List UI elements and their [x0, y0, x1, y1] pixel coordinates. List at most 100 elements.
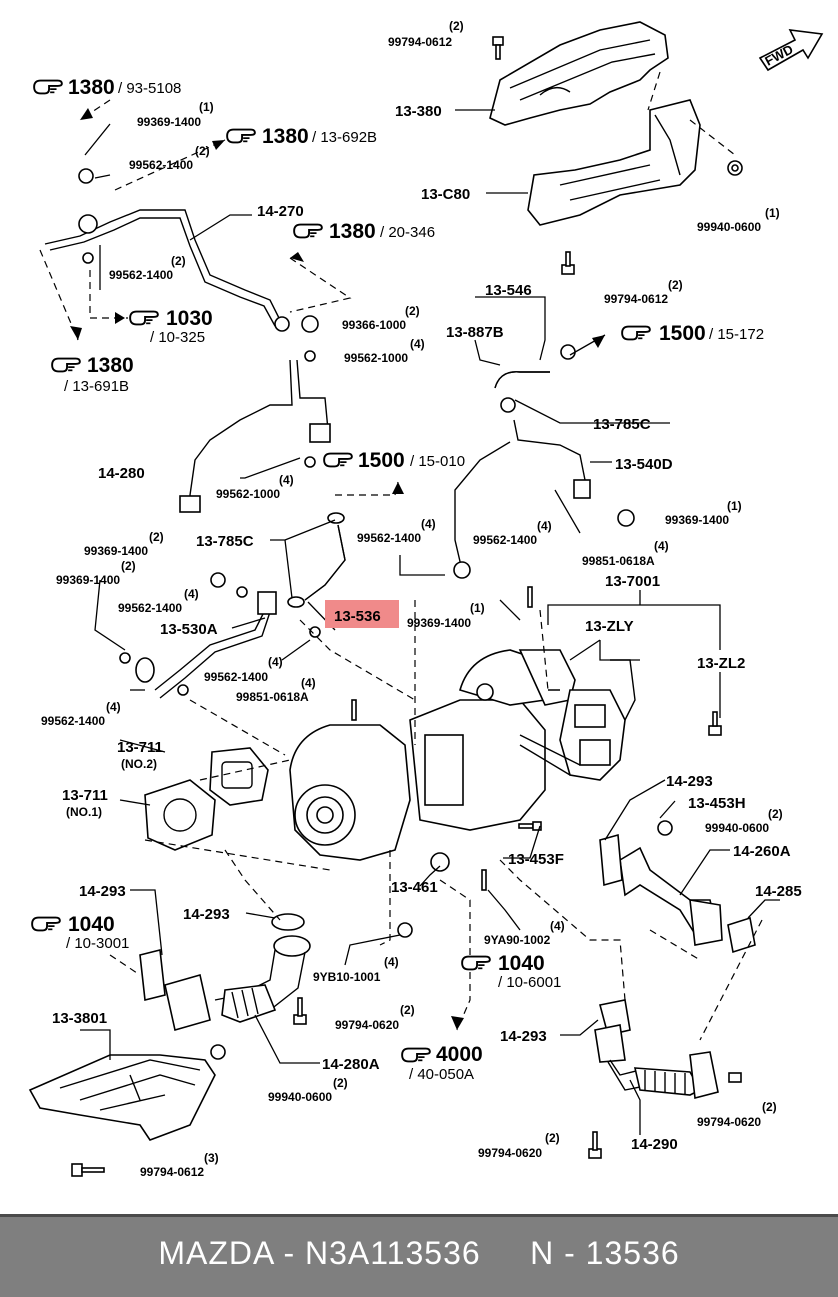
- hand-pointer-icon: [33, 79, 63, 95]
- label-14-270: 14-270: [257, 203, 304, 220]
- quantity-label: (1): [199, 100, 214, 114]
- label-13-546: 13-546: [485, 282, 532, 299]
- label-13-3801: 13-3801: [52, 1010, 107, 1027]
- quantity-label: (3): [204, 1151, 219, 1165]
- part-labels: 13-380 13-C80 14-270 13-546 13-887B 13-7…: [52, 103, 802, 1153]
- label-99366-1000: 99366-1000: [342, 318, 406, 332]
- gasket-13-711-no2: [209, 747, 269, 806]
- quantity-label: (2): [405, 304, 420, 318]
- quantity-label: / 13-692B: [312, 129, 377, 146]
- label-9ya90-1002: 9YA90-1002: [484, 933, 551, 947]
- label-14-260a: 14-260A: [733, 843, 791, 860]
- upper-heat-shield: [489, 21, 701, 226]
- label-99940-0600-a: 99940-0600: [697, 220, 761, 234]
- quantity-label: (4): [537, 519, 552, 533]
- turbocharger-assembly: [289, 649, 636, 872]
- ref-1380-93-5108: 1380/ 93-5108: [33, 76, 181, 99]
- water-pipe-13-540D: [453, 344, 591, 579]
- quantity-label: 1500: [659, 322, 706, 345]
- quantity-label: (2): [668, 278, 683, 292]
- label-99794-0620-a: 99794-0620: [335, 1018, 399, 1032]
- label-99794-0620-b: 99794-0620: [478, 1146, 542, 1160]
- forward-direction-arrow: FWD: [758, 29, 824, 72]
- hand-pointer-icon: [226, 128, 256, 144]
- ref-1380-13-691b: 1380/ 13-691B: [51, 354, 134, 395]
- label-99940-0600-b: 99940-0600: [705, 821, 769, 835]
- quantity-label: / 10-3001: [66, 935, 129, 952]
- label-13-7001: 13-7001: [605, 573, 660, 590]
- label-13-453h: 13-453H: [688, 795, 746, 812]
- quantity-label: (4): [184, 587, 199, 601]
- label-13-785c-upper: 13-785C: [593, 416, 651, 433]
- quantity-label: (2): [149, 530, 164, 544]
- quantity-label: (2): [400, 1003, 415, 1017]
- quantity-label: / 10-325: [150, 329, 205, 346]
- ref-1500-15-172: 1500/ 15-172: [621, 322, 764, 345]
- quantity-label: 4000: [436, 1043, 483, 1066]
- quantity-label: (1): [470, 601, 485, 615]
- label-99369-1400-a: 99369-1400: [137, 115, 201, 129]
- quantity-label: / 93-5108: [118, 80, 181, 97]
- cross-references: 1380/ 93-5108 1380/ 13-692B 1380/ 20-346…: [31, 76, 764, 1083]
- hand-pointer-icon: [31, 916, 61, 932]
- quantity-label: (2): [762, 1100, 777, 1114]
- label-99562-1000-a: 99562-1000: [344, 351, 408, 365]
- ref-1040-10-6001: 1040/ 10-6001: [461, 952, 561, 991]
- quantity-label: (4): [550, 919, 565, 933]
- fastener-labels: (2) 99794-0612 (1) 99369-1400 (2) 99562-…: [41, 19, 783, 1179]
- label-99562-1000-b: 99562-1000: [216, 487, 280, 501]
- label-14-280: 14-280: [98, 465, 145, 482]
- ref-4000-40-050a: 4000/ 40-050A: [401, 1043, 483, 1083]
- label-99562-1400-c: 99562-1400: [357, 531, 421, 545]
- label-13-453f: 13-453F: [508, 851, 564, 868]
- quantity-label: 1040: [498, 952, 545, 975]
- quantity-label: (4): [654, 539, 669, 553]
- label-13-536-highlighted: 13-536: [334, 608, 381, 625]
- label-13-711-no1: 13-711: [62, 787, 108, 804]
- label-14-285: 14-285: [755, 883, 802, 900]
- oil-pipe-14-270: [44, 168, 319, 362]
- label-13-785c-lower: 13-785C: [196, 533, 254, 550]
- label-99369-1400-b: 99369-1400: [665, 513, 729, 527]
- label-99562-1400-a: 99562-1400: [129, 158, 193, 172]
- gasket-13-711-no1: [144, 779, 216, 851]
- label-13-887b: 13-887B: [446, 324, 504, 341]
- quantity-label: / 13-691B: [64, 378, 129, 395]
- quantity-label: / 15-010: [410, 453, 465, 470]
- quantity-label: (4): [410, 337, 425, 351]
- quantity-label: (4): [384, 955, 399, 969]
- hand-pointer-icon: [293, 223, 323, 239]
- label-99562-1400-b: 99562-1400: [109, 268, 173, 282]
- quantity-label: (1): [765, 206, 780, 220]
- quantity-label: (4): [421, 517, 436, 531]
- label-13-461: 13-461: [391, 879, 438, 896]
- ref-arrowheads: [70, 108, 605, 1030]
- quantity-label: / 10-6001: [498, 974, 561, 991]
- label-13-zl2: 13-ZL2: [697, 655, 745, 672]
- dashed-guide-lines: [39, 71, 763, 1041]
- label-14-293-b: 14-293: [79, 883, 126, 900]
- label-99940-0600-c: 99940-0600: [268, 1090, 332, 1104]
- footer-part-number: MAZDA - N3A113536 N - 13536: [158, 1235, 680, 1271]
- footer-bar: MAZDA - N3A113536 N - 13536: [0, 1214, 838, 1297]
- highlight-box: [325, 600, 399, 628]
- quantity-label: / 40-050A: [409, 1066, 474, 1083]
- label-13-711-no1-note: (NO.1): [66, 805, 102, 819]
- label-13-530a: 13-530A: [160, 621, 218, 638]
- label-13-711-no2: 13-711: [117, 739, 163, 756]
- ref-1030-10-325: 1030/ 10-325: [129, 307, 213, 346]
- quantity-label: 1380: [68, 76, 115, 99]
- label-99562-1400-d: 99562-1400: [473, 533, 537, 547]
- quantity-label: (2): [171, 254, 186, 268]
- water-hose-13-536: [287, 512, 346, 608]
- quantity-label: 1500: [358, 449, 405, 472]
- label-99562-1400-f: 99562-1400: [204, 670, 268, 684]
- quantity-label: (2): [195, 144, 210, 158]
- quantity-label: (2): [449, 19, 464, 33]
- quantity-label: (2): [121, 559, 136, 573]
- label-14-290: 14-290: [631, 1136, 678, 1153]
- label-13-zly: 13-ZLY: [585, 618, 634, 635]
- bolts-and-nuts: [71, 36, 743, 1177]
- hand-pointer-icon: [621, 325, 651, 341]
- label-14-293-d: 14-293: [500, 1028, 547, 1045]
